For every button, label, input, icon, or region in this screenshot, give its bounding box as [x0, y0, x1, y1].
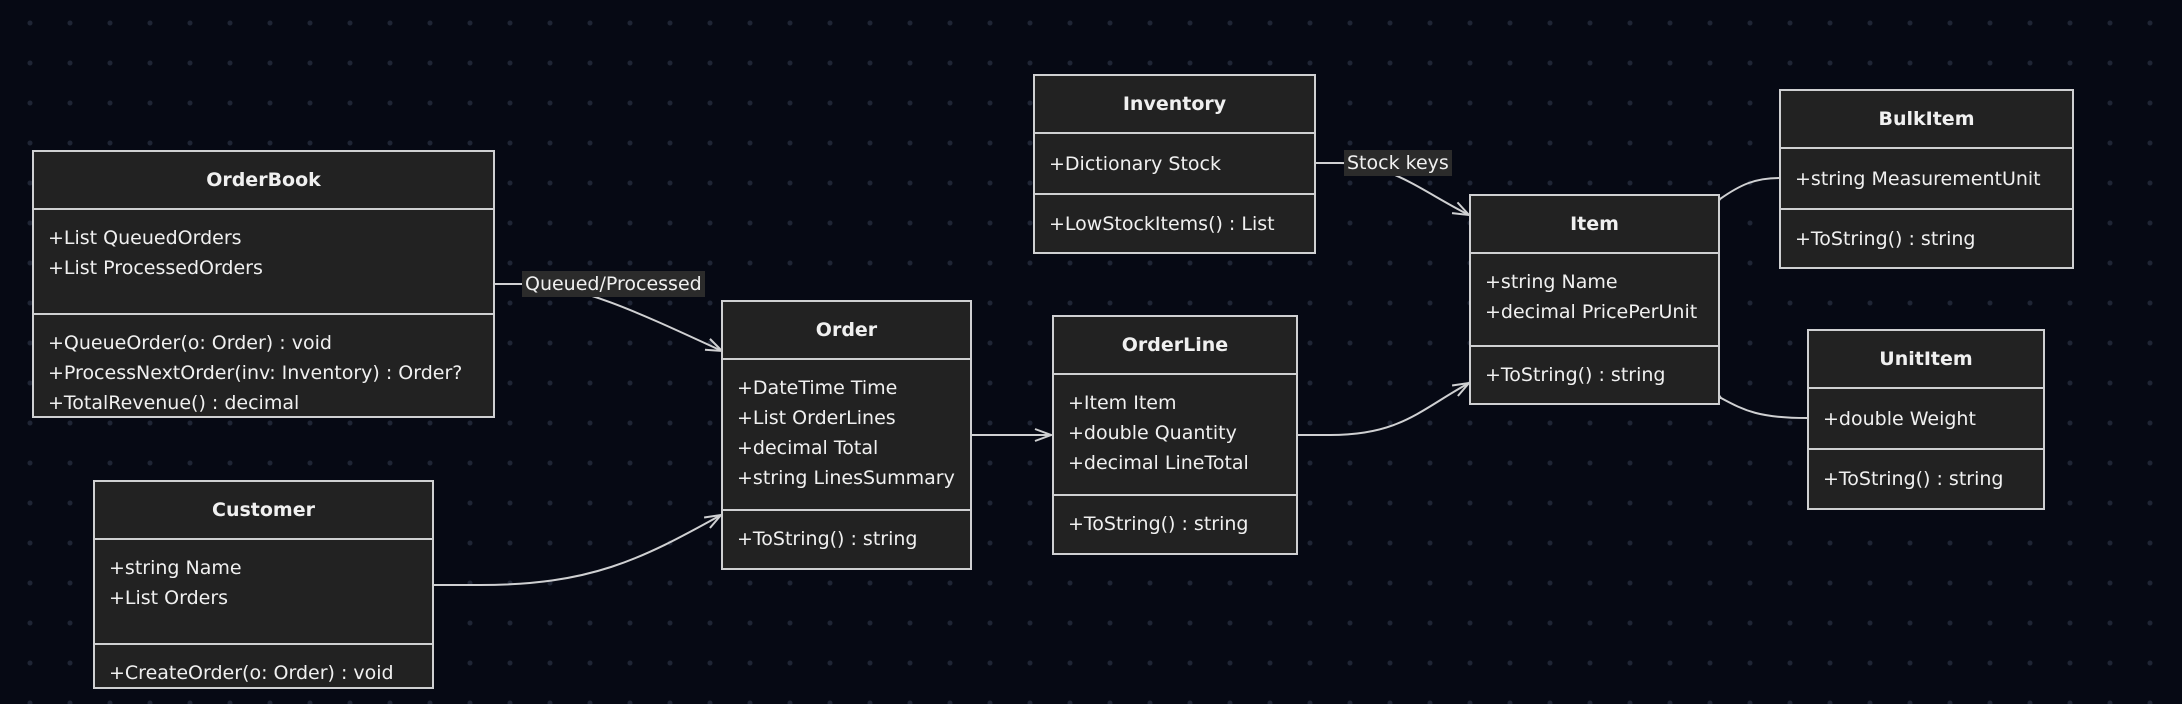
class-order[interactable]: Order +DateTime Time +List OrderLines +d…	[721, 300, 972, 570]
edge-label-queued-processed: Queued/Processed	[522, 271, 705, 297]
methods-section: +ToString() : string	[1054, 496, 1296, 539]
edge-bulkitem-item	[1720, 177, 1780, 199]
attribute: +List Orders	[109, 587, 229, 609]
class-name: OrderLine	[1054, 317, 1296, 375]
class-item[interactable]: Item +string Name +decimal PricePerUnit …	[1469, 194, 1720, 405]
class-orderline[interactable]: OrderLine +Item Item +double Quantity +d…	[1052, 315, 1298, 555]
attribute: +List ProcessedOrders	[48, 257, 263, 279]
attribute: +decimal Total	[737, 437, 879, 459]
attribute: +List OrderLines	[737, 407, 896, 429]
class-inventory[interactable]: Inventory +Dictionary Stock +LowStockIte…	[1033, 74, 1316, 254]
methods-section: +ToString() : string	[1781, 210, 2072, 254]
class-bulkitem[interactable]: BulkItem +string MeasurementUnit +ToStri…	[1779, 89, 2074, 269]
class-name: Order	[723, 302, 970, 360]
methods-section: +ToString() : string	[1809, 450, 2043, 494]
method: +ToString() : string	[737, 528, 918, 550]
method: +ToString() : string	[1068, 513, 1249, 535]
methods-section: +ToString() : string	[1471, 347, 1718, 390]
class-customer[interactable]: Customer +string Name +List Orders +Crea…	[93, 480, 434, 689]
class-name: UnitItem	[1809, 331, 2043, 389]
method: +ToString() : string	[1485, 364, 1666, 386]
class-name: Item	[1471, 196, 1718, 254]
edge-label-stock-keys: Stock keys	[1344, 150, 1452, 176]
attributes-section: +DateTime Time +List OrderLines +decimal…	[723, 360, 970, 511]
attributes-section: +Dictionary Stock	[1035, 134, 1314, 195]
attribute: +double Weight	[1823, 408, 1976, 430]
method: +QueueOrder(o: Order) : void	[48, 332, 332, 354]
class-name: Customer	[95, 482, 432, 540]
attribute: +decimal PricePerUnit	[1485, 301, 1698, 323]
attribute: +string MeasurementUnit	[1795, 168, 2041, 190]
method: +ProcessNextOrder(inv: Inventory) : Orde…	[48, 362, 463, 384]
attribute: +Item Item	[1068, 392, 1177, 414]
method: +TotalRevenue() : decimal	[48, 392, 300, 414]
methods-section: +LowStockItems() : List	[1035, 195, 1314, 239]
class-name: Inventory	[1035, 76, 1314, 134]
methods-section: +ToString() : string	[723, 511, 970, 554]
method: +ToString() : string	[1823, 468, 2004, 490]
method: +CreateOrder(o: Order) : void	[109, 662, 394, 684]
method: +LowStockItems() : List	[1049, 213, 1275, 235]
edge-orderline-item	[1297, 383, 1469, 436]
attribute: +string Name	[1485, 271, 1618, 293]
edge-unititem-item	[1721, 398, 1808, 419]
class-name: BulkItem	[1781, 91, 2072, 149]
attributes-section: +string Name +List Orders	[95, 540, 432, 645]
attribute: +string LinesSummary	[737, 467, 955, 489]
attribute: +List QueuedOrders	[48, 227, 242, 249]
attribute: +Dictionary Stock	[1049, 153, 1221, 175]
attributes-section: +List QueuedOrders +List ProcessedOrders	[34, 210, 493, 315]
class-name: OrderBook	[34, 152, 493, 210]
edge-customer-order	[433, 515, 721, 586]
class-unititem[interactable]: UnitItem +double Weight +ToString() : st…	[1807, 329, 2045, 510]
attributes-section: +double Weight	[1809, 389, 2043, 450]
attributes-section: +string MeasurementUnit	[1781, 149, 2072, 210]
class-orderbook[interactable]: OrderBook +List QueuedOrders +List Proce…	[32, 150, 495, 418]
methods-section: +CreateOrder(o: Order) : void	[95, 645, 432, 688]
attributes-section: +string Name +decimal PricePerUnit	[1471, 254, 1718, 347]
attribute: +string Name	[109, 557, 242, 579]
attribute: +decimal LineTotal	[1068, 452, 1249, 474]
attribute: +DateTime Time	[737, 377, 898, 399]
attribute: +double Quantity	[1068, 422, 1237, 444]
methods-section: +QueueOrder(o: Order) : void +ProcessNex…	[34, 315, 493, 418]
method: +ToString() : string	[1795, 228, 1976, 250]
attributes-section: +Item Item +double Quantity +decimal Lin…	[1054, 375, 1296, 496]
